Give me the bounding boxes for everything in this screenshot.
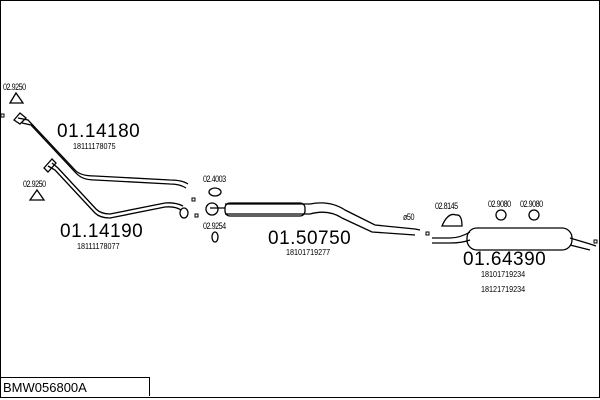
accessory-label: 02.4003: [203, 174, 226, 184]
accessory-label: 02.9250: [23, 179, 46, 189]
hanger-icon-1: [495, 209, 507, 221]
flange-01-14180: [13, 112, 27, 125]
part-number: 01.50750: [268, 228, 352, 249]
oe-number: 18101719234: [481, 269, 526, 279]
clamp-icon: [441, 213, 463, 227]
oe-number: 18111178077: [77, 241, 120, 251]
diameter-label: ø50: [403, 212, 414, 222]
accessory-label: 02.9250: [3, 82, 26, 92]
accessory-label: 02.9080: [520, 199, 543, 209]
gasket-icon-left: [28, 188, 46, 201]
pipe-01-14190: [47, 165, 182, 219]
oe-number: 18121719234: [481, 284, 526, 294]
accessory-label: 02.9080: [488, 199, 511, 209]
oe-number: 18111178075: [73, 141, 116, 151]
accessory-label: 02.9254: [203, 221, 226, 231]
diagram-code: BMW056800A: [0, 377, 150, 396]
part-number: 01.14190: [60, 221, 144, 242]
ring-icon-top: [208, 187, 222, 197]
flange-01-14190: [43, 158, 57, 173]
accessory-label: 02.8145: [435, 201, 458, 211]
silencer-01-64390: [466, 227, 573, 251]
silencer-01-50750: [224, 202, 306, 217]
part-number: 01.14180: [57, 121, 141, 142]
pipe-01-64390: [432, 231, 597, 251]
oe-number: 18101719277: [286, 247, 331, 257]
pipe-01-14180: [17, 117, 189, 185]
gasket-icon-top: [8, 91, 25, 104]
ring-icon-bottom: [211, 231, 219, 243]
hanger-icon-2: [528, 209, 540, 221]
part-number: 01.64390: [463, 249, 547, 270]
